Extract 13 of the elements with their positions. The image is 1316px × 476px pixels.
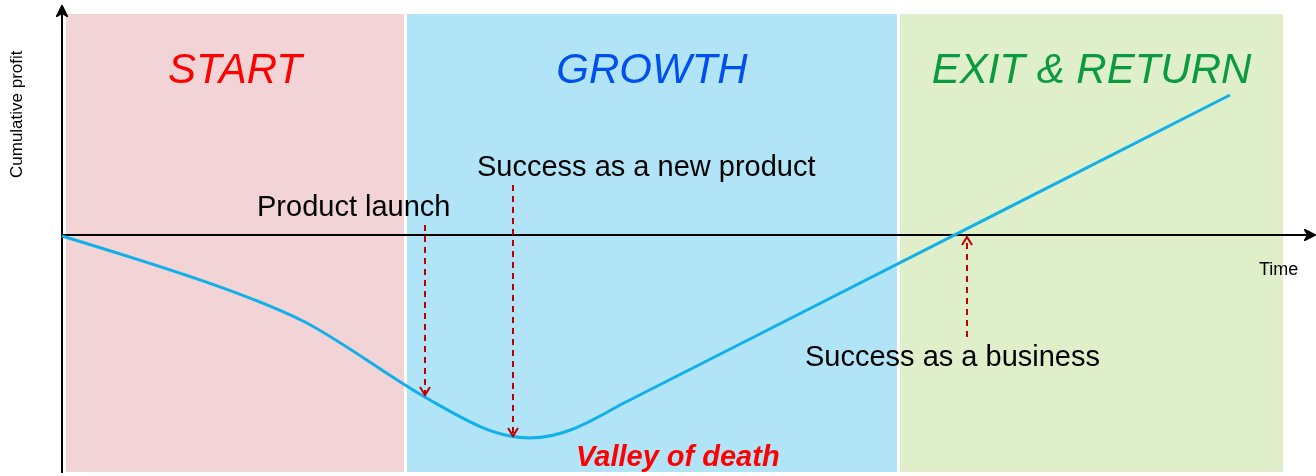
axis-title: Time bbox=[1259, 258, 1299, 280]
phase-title: EXIT & RETURN bbox=[930, 44, 1253, 94]
phase-title: GROWTH bbox=[555, 44, 749, 94]
leader-arrow bbox=[419, 224, 431, 396]
profit-curve bbox=[61, 93, 1231, 440]
callout-text: Success as a new product bbox=[477, 149, 816, 183]
callout-text: Product launch bbox=[257, 189, 451, 223]
annotation-text: Valley of death bbox=[576, 440, 780, 473]
leader-arrow bbox=[507, 184, 519, 437]
leader-arrow bbox=[961, 236, 973, 338]
callout-text: Success as a business bbox=[805, 339, 1100, 373]
phase-title: START bbox=[66, 44, 404, 94]
axis-title: Cumulative profit bbox=[6, 50, 27, 178]
